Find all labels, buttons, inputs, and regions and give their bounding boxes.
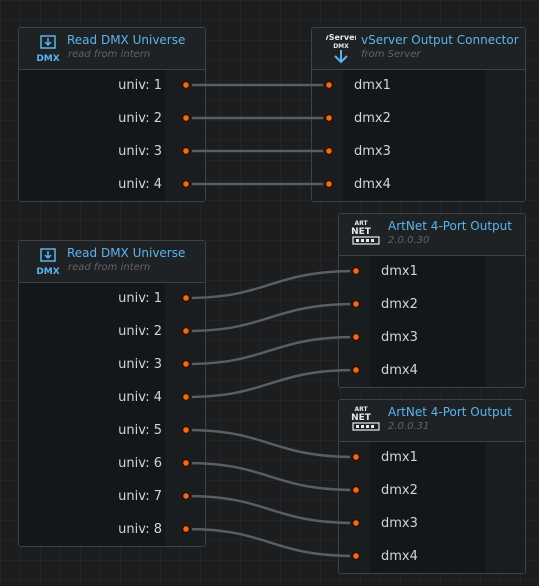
input-port-dmx4[interactable] [324,179,334,189]
input-label-dmx2: dmx2 [354,111,391,126]
output-port-univ7[interactable] [181,491,191,501]
output-label-univ3: univ: 3 [118,144,162,159]
svg-text:vServer: vServer [326,33,356,42]
output-port-univ2[interactable] [181,326,191,336]
input-label-dmx2: dmx2 [381,483,418,498]
node-title: ArtNet 4-Port Output [388,219,512,233]
output-label-univ1: univ: 1 [118,78,162,93]
input-label-dmx3: dmx3 [381,516,418,531]
node-header[interactable]: vServer DMX vServer Output Connector fro… [312,28,525,70]
node-header[interactable]: ART NET ArtNet 4-Port Output 2.0.0.31 [339,400,525,442]
input-label-dmx2: dmx2 [381,297,418,312]
artnet-icon: ART NET [351,406,380,431]
input-port-dmx4[interactable] [351,551,361,561]
input-label-dmx1: dmx1 [381,264,418,279]
output-port-univ4[interactable] [181,179,191,189]
input-port-dmx2[interactable] [324,113,334,123]
output-port-univ3[interactable] [181,146,191,156]
input-label-dmx3: dmx3 [354,144,391,159]
output-label-univ2: univ: 2 [118,111,162,126]
node-title: Read DMX Universe [67,33,186,47]
artnet-output-node-2[interactable]: ART NET ArtNet 4-Port Output 2.0.0.31 dm… [338,399,526,574]
output-label-univ6: univ: 6 [118,456,162,471]
vserver-dmx-icon: vServer DMX [326,33,356,64]
output-label-univ1: univ: 1 [118,291,162,306]
input-label-dmx3: dmx3 [381,330,418,345]
output-label-univ3: univ: 3 [118,357,162,372]
input-port-dmx3[interactable] [324,146,334,156]
wire-read2-univ3-artnet1-dmx3 [184,335,358,366]
output-label-univ5: univ: 5 [118,423,162,438]
input-port-dmx2[interactable] [351,485,361,495]
output-label-univ8: univ: 8 [118,522,162,537]
svg-text:ART: ART [354,406,368,413]
input-label-dmx4: dmx4 [381,549,418,564]
artnet-output-node-1[interactable]: ART NET ArtNet 4-Port Output 2.0.0.30 dm… [338,213,526,388]
node-header[interactable]: ART NET ArtNet 4-Port Output 2.0.0.30 [339,214,525,256]
input-port-dmx4[interactable] [351,365,361,375]
input-port-dmx2[interactable] [351,299,361,309]
wire-read2-univ1-artnet1-dmx1 [184,269,358,300]
node-header[interactable]: DMX Read DMX Universe read from intern [19,241,205,283]
node-subtitle: read from intern [68,262,151,273]
read-dmx-universe-node-2[interactable]: DMX Read DMX Universe read from intern u… [18,240,206,547]
node-title: vServer Output Connector [361,33,519,47]
node-subtitle: read from intern [68,49,151,60]
input-label-dmx1: dmx1 [381,450,418,465]
node-subtitle: 2.0.0.31 [388,421,430,432]
input-port-dmx1[interactable] [351,266,361,276]
svg-text:NET: NET [351,227,372,237]
wire-read2-univ7-artnet2-dmx3 [184,494,358,525]
output-port-univ8[interactable] [181,524,191,534]
node-title: Read DMX Universe [67,246,186,260]
svg-text:DMX: DMX [36,267,59,277]
wire-read2-univ8-artnet2-dmx4 [184,527,358,558]
output-port-univ6[interactable] [181,458,191,468]
input-label-dmx4: dmx4 [381,363,418,378]
wire-read2-univ4-artnet1-dmx4 [184,368,358,399]
output-port-univ4[interactable] [181,392,191,402]
dmx-read-icon: DMX [36,248,60,277]
vserver-output-connector-node[interactable]: vServer DMX vServer Output Connector fro… [311,27,526,202]
output-label-univ4: univ: 4 [118,390,162,405]
output-port-univ2[interactable] [181,113,191,123]
svg-text:NET: NET [351,413,372,423]
svg-text:DMX: DMX [36,54,59,64]
artnet-icon: ART NET [351,220,380,245]
input-port-dmx3[interactable] [351,518,361,528]
input-label-dmx1: dmx1 [354,78,391,93]
read-dmx-universe-node-1[interactable]: DMX Read DMX Universe read from intern u… [18,27,206,202]
input-port-dmx1[interactable] [351,452,361,462]
svg-text:ART: ART [354,220,368,227]
output-port-univ5[interactable] [181,425,191,435]
node-subtitle: 2.0.0.30 [388,235,430,246]
input-port-dmx3[interactable] [351,332,361,342]
input-port-dmx1[interactable] [324,80,334,90]
output-label-univ4: univ: 4 [118,177,162,192]
node-subtitle: from Server [361,49,421,60]
node-title: ArtNet 4-Port Output [388,405,512,419]
node-header[interactable]: DMX Read DMX Universe read from intern [19,28,205,70]
output-label-univ2: univ: 2 [118,324,162,339]
output-port-univ1[interactable] [181,293,191,303]
input-label-dmx4: dmx4 [354,177,391,192]
svg-text:DMX: DMX [333,43,349,50]
wire-read2-univ5-artnet2-dmx1 [184,428,358,459]
output-port-univ1[interactable] [181,80,191,90]
output-port-univ3[interactable] [181,359,191,369]
wire-read2-univ2-artnet1-dmx2 [184,302,358,333]
wire-read2-univ6-artnet2-dmx2 [184,461,358,492]
dmx-read-icon: DMX [36,35,60,64]
output-label-univ7: univ: 7 [118,489,162,504]
